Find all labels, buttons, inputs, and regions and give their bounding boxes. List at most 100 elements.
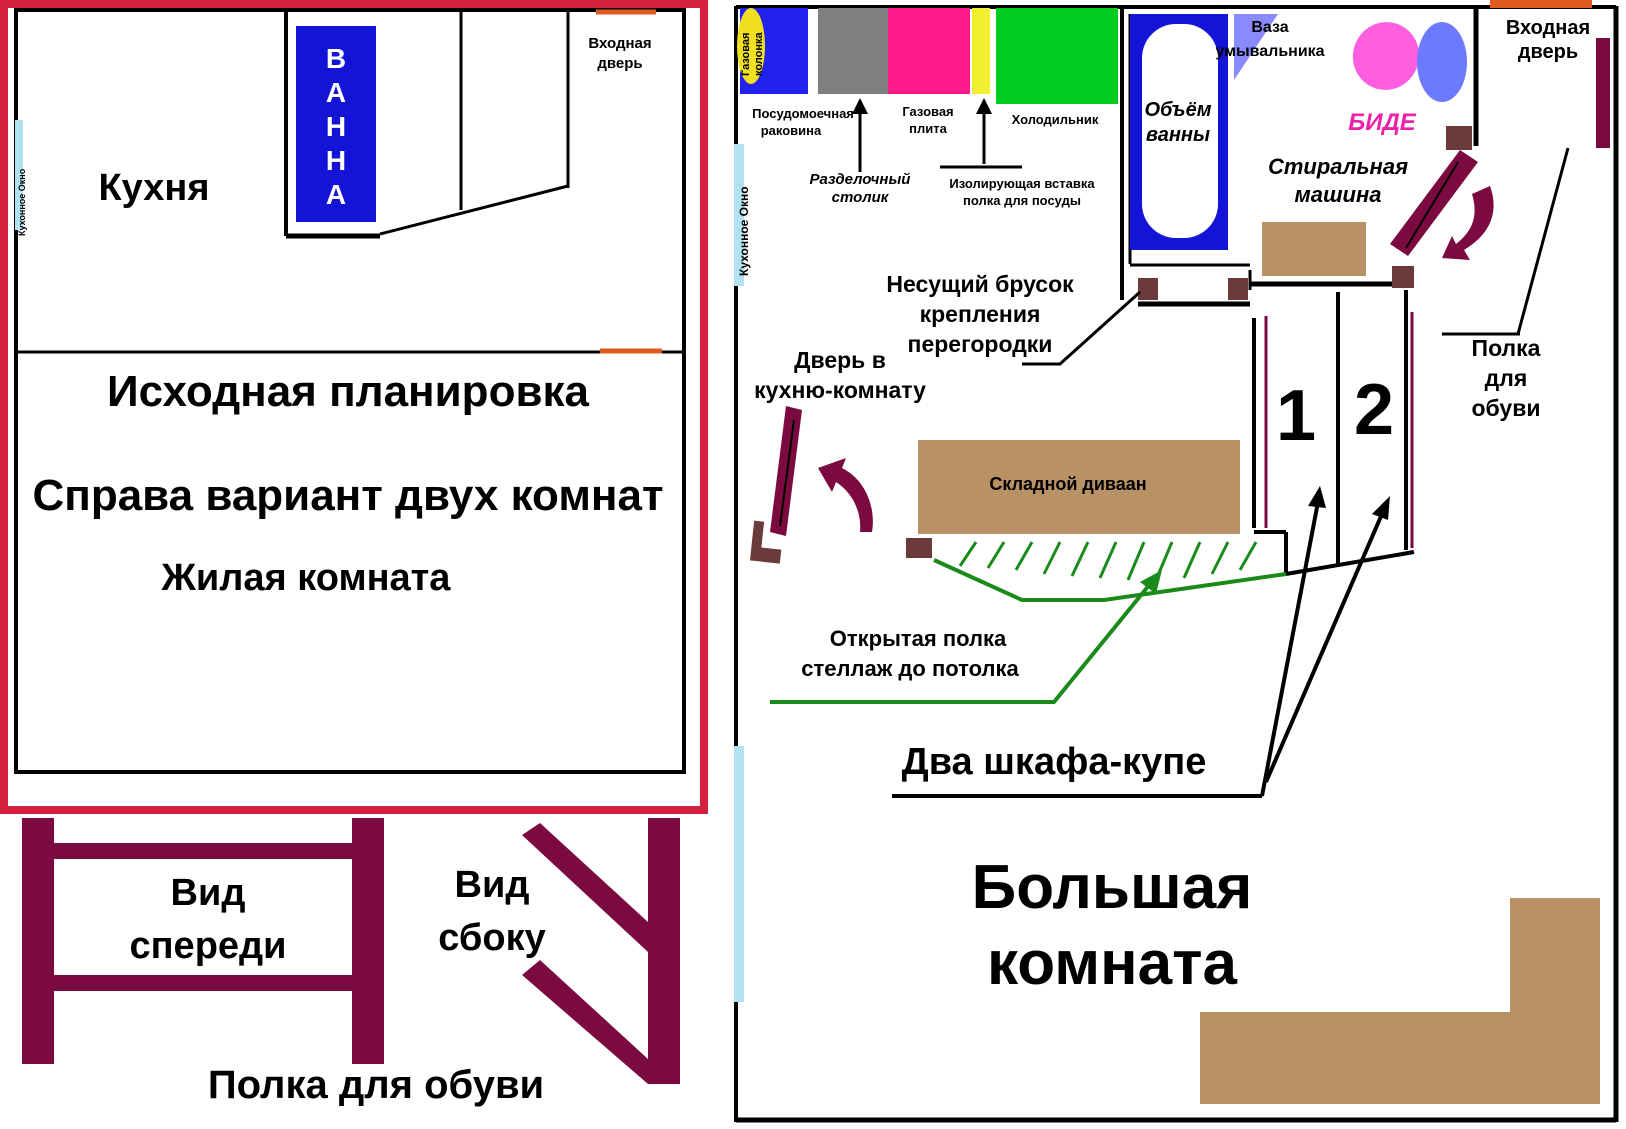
shoe-shelf-caption: Полка для обуви — [208, 1063, 544, 1107]
apartment-outline — [14, 8, 686, 774]
stove-label-line-1: Газовая — [902, 104, 953, 119]
washer-line-1: Стиральная — [1268, 154, 1408, 179]
left-kitchen-window-label: Кухонное Окно — [17, 168, 27, 236]
shoe-shelf-side-view — [522, 818, 680, 1084]
closets — [1252, 290, 1414, 564]
front-post-left — [22, 818, 54, 1064]
insert-shelf-block — [972, 8, 990, 94]
bathroom-door-swing-arrow — [1442, 186, 1494, 260]
washbasin-line-2: умывальника — [1215, 43, 1324, 60]
beam-pad-right — [1228, 278, 1248, 300]
side-post — [648, 818, 680, 1084]
kitchen-door-line-1: Дверь в — [794, 347, 886, 373]
washbasin-shape — [1234, 14, 1278, 80]
front-view-line-1: Вид — [171, 872, 246, 914]
insert-shelf-line-2: полка для посуды — [963, 193, 1081, 208]
right-entrance-door-line-1: Входная — [1506, 17, 1590, 39]
red-frame — [0, 0, 708, 814]
right-variant-caption: Справа вариант двух комнат — [32, 471, 663, 520]
open-shelf-pointer-line — [770, 582, 1152, 704]
open-shelf-line-1: Открытая полка — [830, 626, 1007, 651]
left-entrance-door-line-2: дверь — [597, 55, 642, 72]
kitchen-pointer-arrows — [852, 98, 1022, 172]
beam-line-1: Несущий брусок — [886, 271, 1074, 297]
bath-volume-line-1: Объём — [1145, 99, 1212, 121]
gas-heater-block — [737, 8, 765, 84]
closet-2-number: 2 — [1354, 370, 1394, 450]
beam-pointer-line — [1022, 290, 1142, 366]
bidet-pink-shape — [1352, 22, 1420, 90]
side-rail-top — [522, 823, 660, 952]
sink-label-line-2: раковина — [761, 123, 822, 138]
cutting-table-block — [818, 8, 888, 94]
kitchen-door-swing-arrow — [818, 458, 873, 532]
shoe-shelf-line-3: обуви — [1471, 395, 1540, 421]
left-kitchen-window — [15, 120, 23, 230]
side-rail-bottom — [522, 960, 660, 1084]
two-closets-label: Два шкафа-купе — [902, 741, 1207, 783]
bidet-blue-shape — [1417, 22, 1467, 102]
bathtub-inner — [1142, 24, 1218, 238]
kitchen-door-line-2: кухню-комнату — [754, 377, 926, 403]
beam-pad-left — [1138, 278, 1158, 300]
front-post-right — [352, 818, 384, 1064]
washing-machine-block — [1262, 222, 1366, 276]
open-shelf — [770, 530, 1415, 704]
two-closets-pointer — [892, 486, 1390, 798]
right-entrance-door-mark — [1490, 0, 1592, 8]
sink-label-line-1: Посудомоечная — [752, 106, 854, 121]
entrance-shoe-shelf — [1596, 38, 1610, 148]
right-entrance-door-line-2: дверь — [1518, 41, 1578, 63]
shoe-shelf-line-2: для — [1485, 365, 1528, 391]
beam-line-3: перегородки — [908, 331, 1053, 357]
insert-shelf-line-1: Изолирующая вставка — [949, 176, 1095, 191]
bath-letter-3: Н — [326, 111, 346, 142]
original-layout-panel: Кухонное Окно В А Н Н А Входная дверь Ку… — [0, 0, 708, 814]
gas-heater-line-1: Газовая — [740, 33, 752, 76]
bath-letter-5: А — [326, 179, 346, 210]
gas-heater-line-2: колонка — [753, 31, 765, 76]
front-rail-top — [54, 843, 352, 859]
stove-label-line-2: плита — [909, 121, 947, 136]
bathtub-letters: В А Н Н А — [326, 43, 346, 210]
new-bathroom — [1120, 6, 1479, 307]
two-room-variant-panel: Кухонное Окно Газовая колонка Посудомоеч… — [734, 0, 1619, 1123]
right-room-window — [734, 746, 744, 1002]
cutting-table-line-1: Разделочный — [810, 171, 911, 188]
fridge-block — [996, 8, 1118, 104]
shoe-shelf-pointer-line — [1516, 147, 1570, 335]
big-room-line-2: комната — [987, 929, 1237, 998]
corridor-diagonal-wall — [379, 184, 569, 236]
left-entrance-door-line-1: Входная — [588, 35, 651, 52]
closet-1-number: 1 — [1276, 376, 1316, 456]
right-kitchen-window-label: Кухонное Окно — [737, 186, 751, 276]
beam-line-2: крепления — [920, 301, 1041, 327]
shoe-shelf-sketch: Вид спереди Вид сбоку Полка для обуви — [22, 818, 680, 1107]
folding-sofa — [918, 440, 1240, 534]
corner-sofa — [1200, 898, 1600, 1104]
washbasin-line-1: Ваза — [1251, 19, 1288, 36]
bathroom-door — [1390, 126, 1494, 288]
big-room-line-1: Большая — [972, 853, 1253, 922]
kitchen-door — [749, 406, 873, 564]
shoe-shelf-front-view — [22, 818, 384, 1064]
bath-letter-1: В — [326, 43, 346, 74]
sofa-label: Складной диваан — [989, 474, 1146, 494]
open-shelf-outline — [933, 558, 1287, 602]
living-room-label: Жилая комната — [161, 557, 452, 599]
stove-block — [888, 8, 970, 94]
bidet-label: БИДЕ — [1348, 109, 1417, 136]
bath-letter-2: А — [326, 77, 346, 108]
cutting-table-line-2: столик — [832, 189, 890, 206]
front-rail-bottom — [54, 975, 352, 991]
original-bathtub — [296, 26, 376, 222]
front-view-line-2: спереди — [129, 925, 286, 967]
shoe-shelf-line-1: Полка — [1472, 335, 1541, 361]
fridge-label: Холодильник — [1012, 112, 1099, 127]
open-shelf-line-2: стеллаж до потолка — [801, 656, 1019, 681]
side-view-line-2: сбоку — [438, 917, 545, 959]
bath-volume-line-2: ванны — [1146, 124, 1210, 146]
kitchen-appliances: Газовая колонка — [737, 8, 1118, 104]
